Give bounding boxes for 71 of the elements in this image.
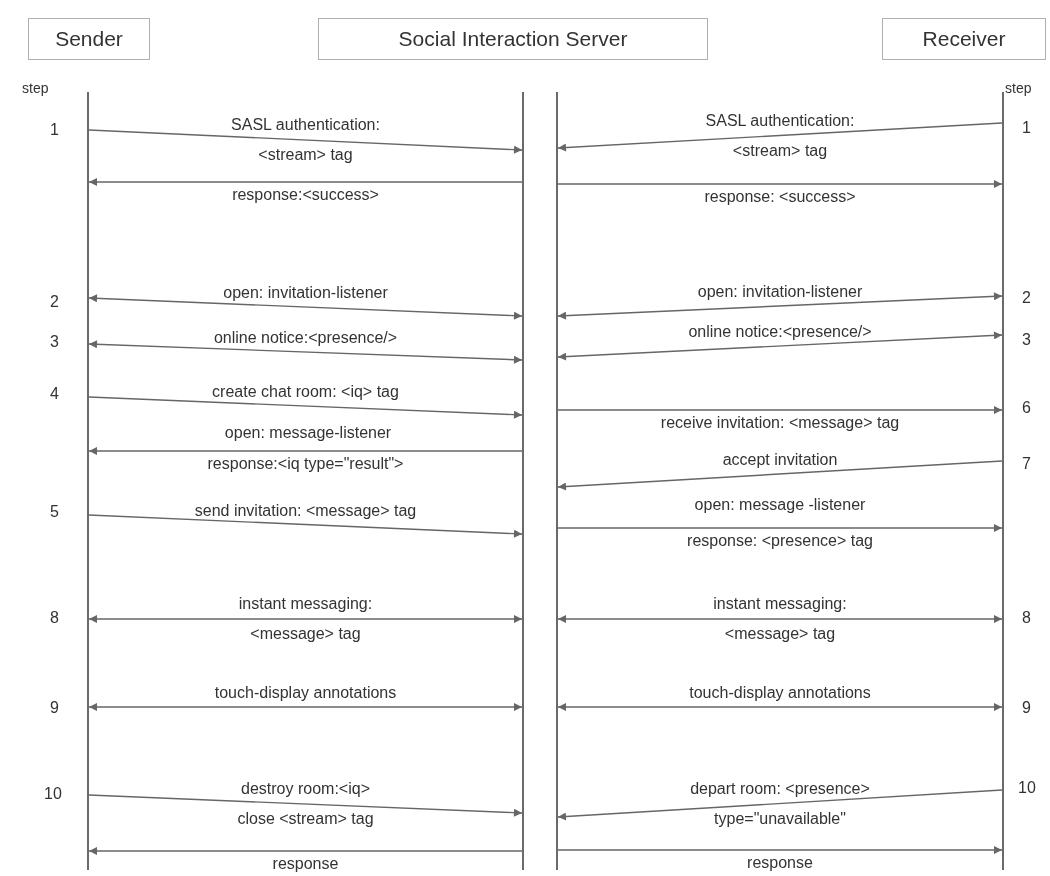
message-label: accept invitation [722, 450, 838, 470]
participant-box: Sender [28, 18, 150, 60]
lifeline [522, 92, 524, 870]
message-arrow [88, 294, 523, 320]
step-number: 8 [1022, 608, 1031, 628]
step-number: 3 [1022, 330, 1031, 350]
message-arrow [88, 514, 523, 538]
message-label: response:<success> [232, 185, 379, 205]
message-arrow [557, 331, 1003, 361]
message-label: response: <success> [704, 187, 856, 207]
message-arrow [557, 460, 1003, 491]
message-label: online notice:<presence/> [688, 322, 872, 342]
step-number: 5 [50, 502, 59, 522]
step-number: 9 [1022, 698, 1031, 718]
step-number: 2 [50, 292, 59, 312]
participant-box: Receiver [882, 18, 1046, 60]
message-arrow [557, 292, 1003, 320]
message-arrow [557, 615, 1003, 623]
message-label: online notice:<presence/> [213, 328, 398, 348]
step-number: 2 [1022, 288, 1031, 308]
column-heading: step [1005, 79, 1032, 98]
message-label: response:<iq type="result"> [207, 454, 404, 474]
message-arrow [88, 396, 523, 419]
step-number: 10 [44, 784, 62, 804]
message-arrow [88, 178, 523, 186]
message-label: instant messaging: <message> tag [712, 594, 848, 644]
step-number: 8 [50, 608, 59, 628]
message-label: create chat room: <iq> tag [212, 382, 399, 402]
step-number: 3 [50, 332, 59, 352]
message-arrow [557, 406, 1003, 414]
message-label: instant messaging: <message> tag [237, 594, 374, 644]
note-text: open: message -listener [694, 495, 866, 515]
column-heading: step [22, 79, 49, 98]
message-arrow [88, 447, 523, 455]
message-arrow [88, 703, 523, 711]
message-label: touch-display annotations [689, 683, 871, 703]
step-number: 1 [50, 120, 59, 140]
step-number: 6 [1022, 398, 1031, 418]
message-arrow [557, 703, 1003, 711]
message-arrow [557, 524, 1003, 532]
message-label: depart room: <presence> type="unavailable" [689, 778, 871, 829]
step-number: 9 [50, 698, 59, 718]
message-label: SASL authentication: <stream> tag [230, 115, 381, 165]
message-label: send invitation: <message> tag [194, 500, 417, 521]
step-number: 7 [1022, 454, 1031, 474]
message-arrow [88, 129, 523, 154]
message-label: open: invitation-listener [223, 283, 388, 303]
step-number: 1 [1022, 118, 1031, 138]
note-text: open: message-listener [224, 423, 392, 443]
step-number: 4 [50, 384, 59, 404]
lifeline [87, 92, 89, 870]
message-arrow [557, 180, 1003, 188]
message-arrow [88, 615, 523, 623]
message-arrow [88, 794, 523, 817]
message-arrow [88, 847, 523, 855]
message-label: receive invitation: <message> tag [660, 413, 900, 433]
message-label: destroy room:<iq> close <stream> tag [236, 779, 375, 829]
message-arrow [557, 789, 1003, 821]
message-label: touch-display annotations [214, 683, 397, 703]
message-label: response [272, 854, 339, 874]
message-label: response: <presence> tag [687, 531, 873, 551]
message-label: response [747, 853, 813, 873]
message-arrow [557, 846, 1003, 854]
message-label: open: invitation-listener [697, 282, 863, 302]
step-number: 10 [1018, 778, 1036, 798]
lifeline [1002, 92, 1004, 870]
message-arrow [557, 122, 1003, 152]
participant-box: Social Interaction Server [318, 18, 708, 60]
lifeline [556, 92, 558, 870]
message-label: SASL authentication: <stream> tag [704, 110, 856, 161]
message-arrow [88, 340, 523, 364]
